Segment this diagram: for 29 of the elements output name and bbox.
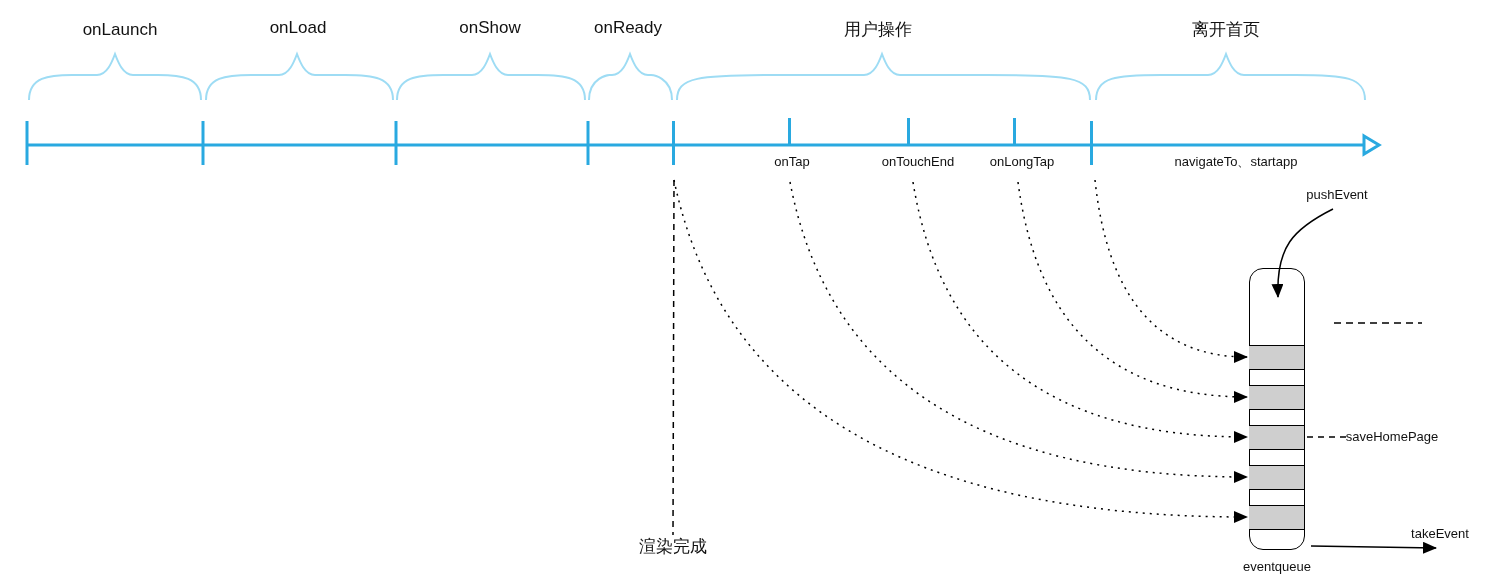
phase-label: onLaunch [82, 20, 158, 40]
arrow [789, 181, 1248, 483]
leader-line [1306, 436, 1347, 438]
event-label: onTouchEnd [881, 154, 955, 170]
queue-slot [1249, 385, 1304, 410]
queue-slot [1249, 505, 1304, 530]
arrow [1017, 181, 1248, 403]
phase-label: onReady [593, 18, 663, 38]
caption-text: 渲染完成 [639, 537, 707, 557]
queue-label: eventqueue [1243, 559, 1311, 575]
arrow [912, 181, 1248, 443]
arrow [1094, 179, 1248, 363]
phase-label: onLoad [269, 18, 327, 38]
queue-slot [1249, 465, 1304, 490]
queue-slot [1249, 425, 1304, 450]
event-label: navigateTo、startapp [1174, 154, 1298, 170]
arrow [673, 179, 1248, 523]
event-label: pushEvent [1306, 186, 1368, 202]
arrow [1310, 541, 1437, 554]
phase-label: 用户操作 [844, 20, 912, 40]
event-label: onLongTap [989, 154, 1055, 170]
event-label: takeEvent [1411, 525, 1469, 541]
arrow [1271, 208, 1334, 298]
phase-label: 离开首页 [1192, 20, 1260, 40]
event-label: saveHomePage [1345, 428, 1439, 444]
phase-label: onShow [459, 18, 521, 38]
leader-line [672, 179, 675, 536]
event-label: onTap [774, 154, 810, 170]
queue-slot [1249, 345, 1304, 370]
